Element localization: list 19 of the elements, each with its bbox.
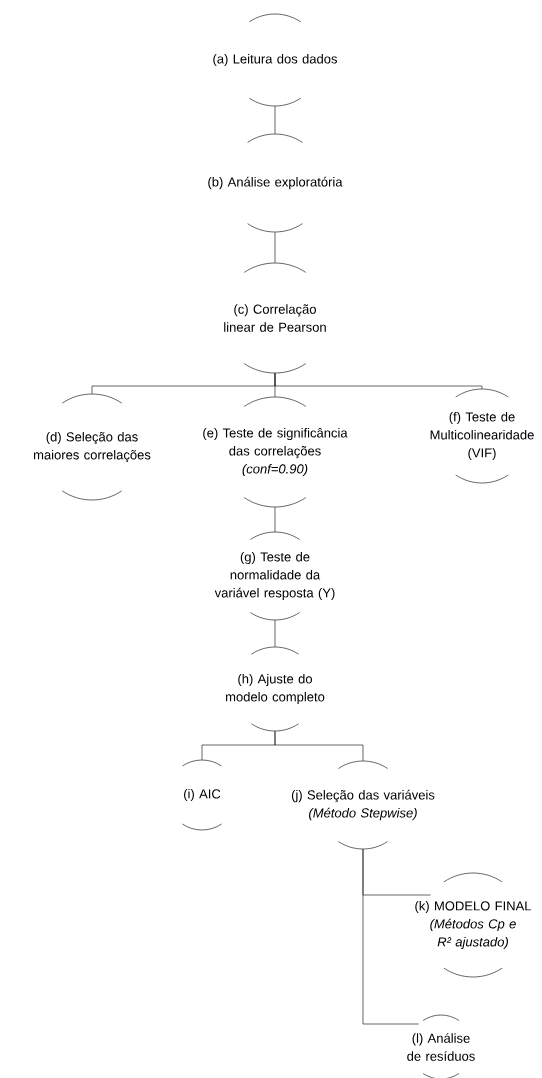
process-node: (e) Teste de significância das correlações (conf=0.90): [203, 396, 348, 508]
connector: [362, 848, 420, 1025]
connector: [274, 619, 276, 648]
connector: [274, 231, 276, 264]
process-node: (h) Ajuste do modelo completo: [226, 646, 325, 732]
process-node: (k) MODELO FINAL (Métodos Cp e R² ajustado): [415, 872, 532, 978]
process-node: (f) Teste de Multicolinearidade (VIF): [430, 388, 534, 484]
connector: [274, 730, 364, 762]
process-node: (d) Seleção das maiores correlações: [34, 393, 151, 501]
process-node: (a) Leitura dos dados: [213, 13, 337, 107]
connector: [274, 506, 276, 533]
process-node: (g) Teste de normalidade da variável resposta (Y): [214, 531, 335, 621]
process-node: (c) Correlação linear de Pearson: [224, 262, 326, 374]
process-node: (l) Análise de resíduos: [407, 1014, 475, 1078]
connector: [274, 105, 276, 135]
connector: [274, 372, 483, 390]
process-node: (i) AIC: [182, 759, 222, 831]
process-node: (j) Seleção das variáveis (Método Stepwise): [291, 760, 435, 850]
process-node: (b) Análise exploratória: [208, 133, 343, 233]
